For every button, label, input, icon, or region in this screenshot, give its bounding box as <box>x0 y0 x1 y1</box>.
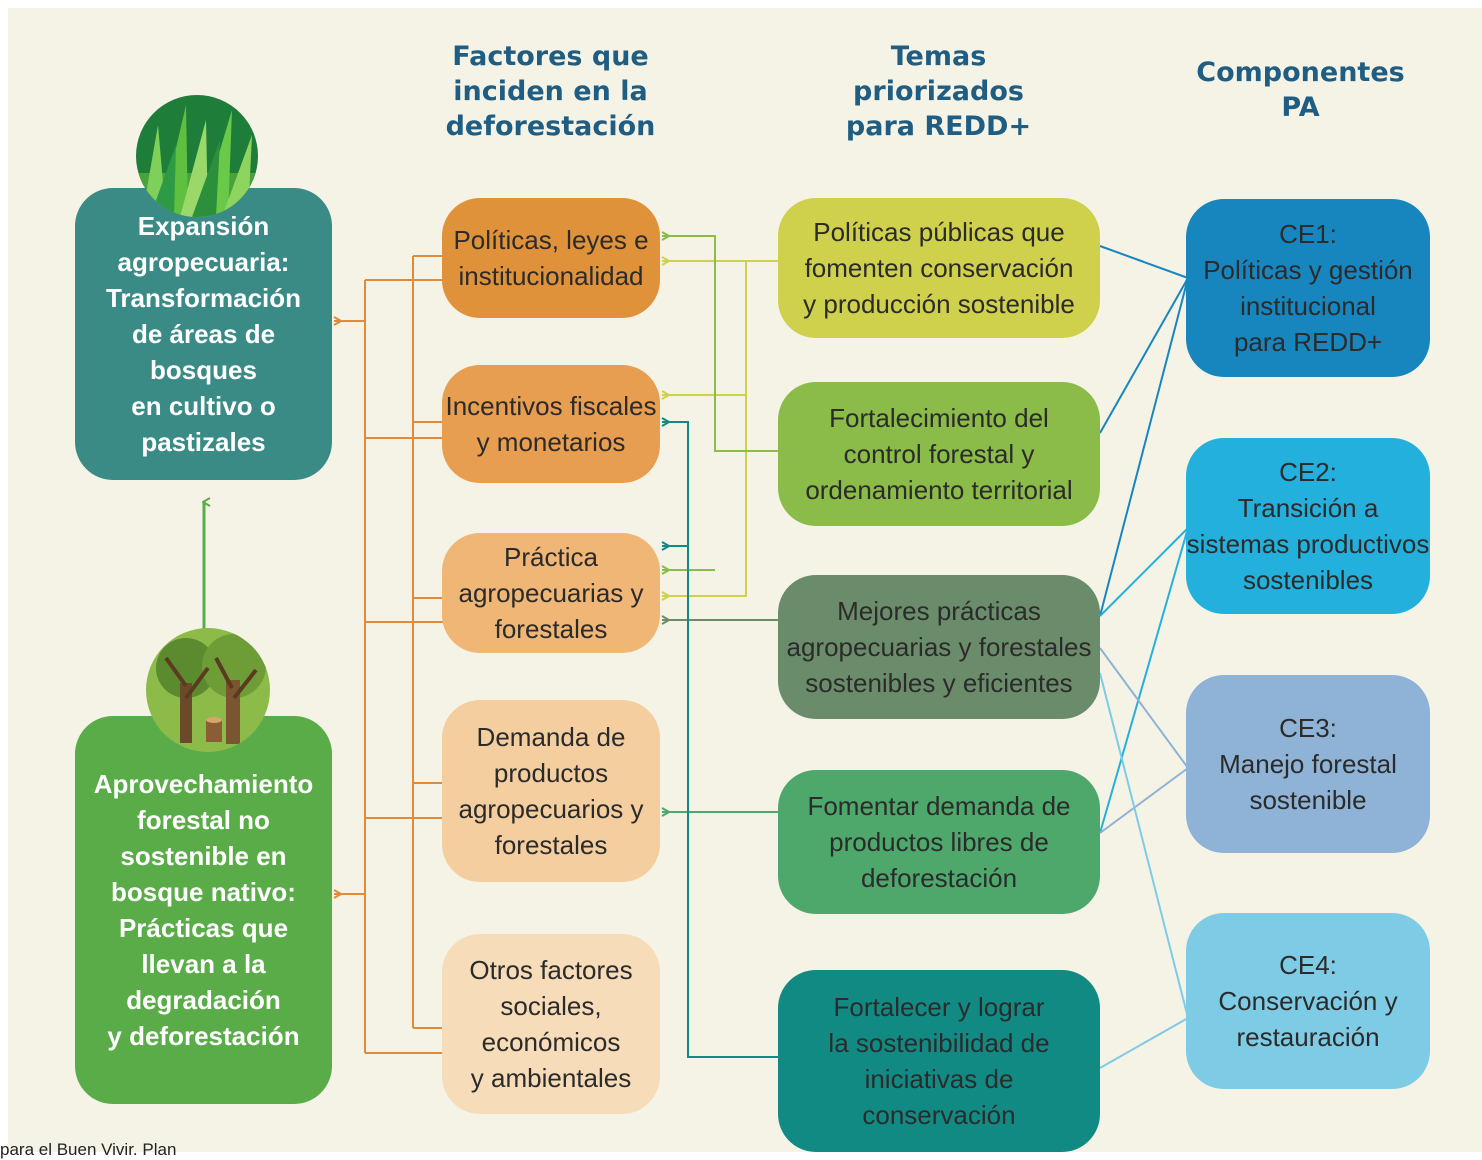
box-tema-control-forestal: Fortalecimiento del control forestal y o… <box>778 382 1100 526</box>
tema1-lines <box>662 261 778 596</box>
diagram-canvas: Factores que inciden en la deforestación… <box>8 8 1482 1152</box>
box-aprovechamiento-forestal: Aprovechamiento forestal no sostenible e… <box>75 716 332 1104</box>
connector-lines <box>8 8 1189 1069</box>
box-factor-demanda: Demanda de productos agropecuarios y for… <box>442 700 660 882</box>
box-factor-incentivos: Incentivos fiscales y monetarios <box>442 365 660 483</box>
box-expansion-agropecuaria: Expansión agropecuaria: Transformación d… <box>75 188 332 480</box>
header-temas: Temas priorizados para REDD+ <box>845 41 1032 142</box>
box-componente-ce4: CE4: Conservación y restauración <box>1186 913 1430 1089</box>
box-tema-mejores-practicas: Mejores prácticas agropecuarias y forest… <box>778 575 1100 719</box>
box-componente-ce2: CE2: Transición a sistemas productivos s… <box>1186 438 1430 614</box>
factor-to-driver-lines <box>334 255 444 1054</box>
trees-stump-icon <box>146 628 270 752</box>
box-factor-otros: Otros factores sociales, económicos y am… <box>442 934 660 1114</box>
tema2-lines <box>662 236 778 570</box>
box-tema-politicas-publicas: Políticas públicas que fomenten conserva… <box>778 198 1100 338</box>
box-componente-ce3: CE3: Manejo forestal sostenible <box>1186 675 1430 853</box>
box-tema-demanda-libres: Fomentar demanda de productos libres de … <box>778 770 1100 914</box>
header-factores: Factores que inciden en la deforestación <box>445 41 656 142</box>
box-factor-practicas: Práctica agropecuarias y forestales <box>442 533 660 653</box>
tema-to-componente-lines <box>1099 245 1189 1069</box>
box-componente-ce1: CE1: Políticas y gestión institucional p… <box>1186 199 1430 377</box>
header-componentes: Componentes PA <box>1196 57 1405 123</box>
tema5-lines <box>662 422 778 1058</box>
footer-caption: para el Buen Vivir. Plan <box>0 1140 177 1159</box>
grass-icon <box>136 95 258 217</box>
box-factor-politicas: Políticas, leyes e institucionalidad <box>442 198 660 318</box>
box-tema-iniciativas-conservacion: Fortalecer y lograr la sostenibilidad de… <box>778 970 1100 1152</box>
